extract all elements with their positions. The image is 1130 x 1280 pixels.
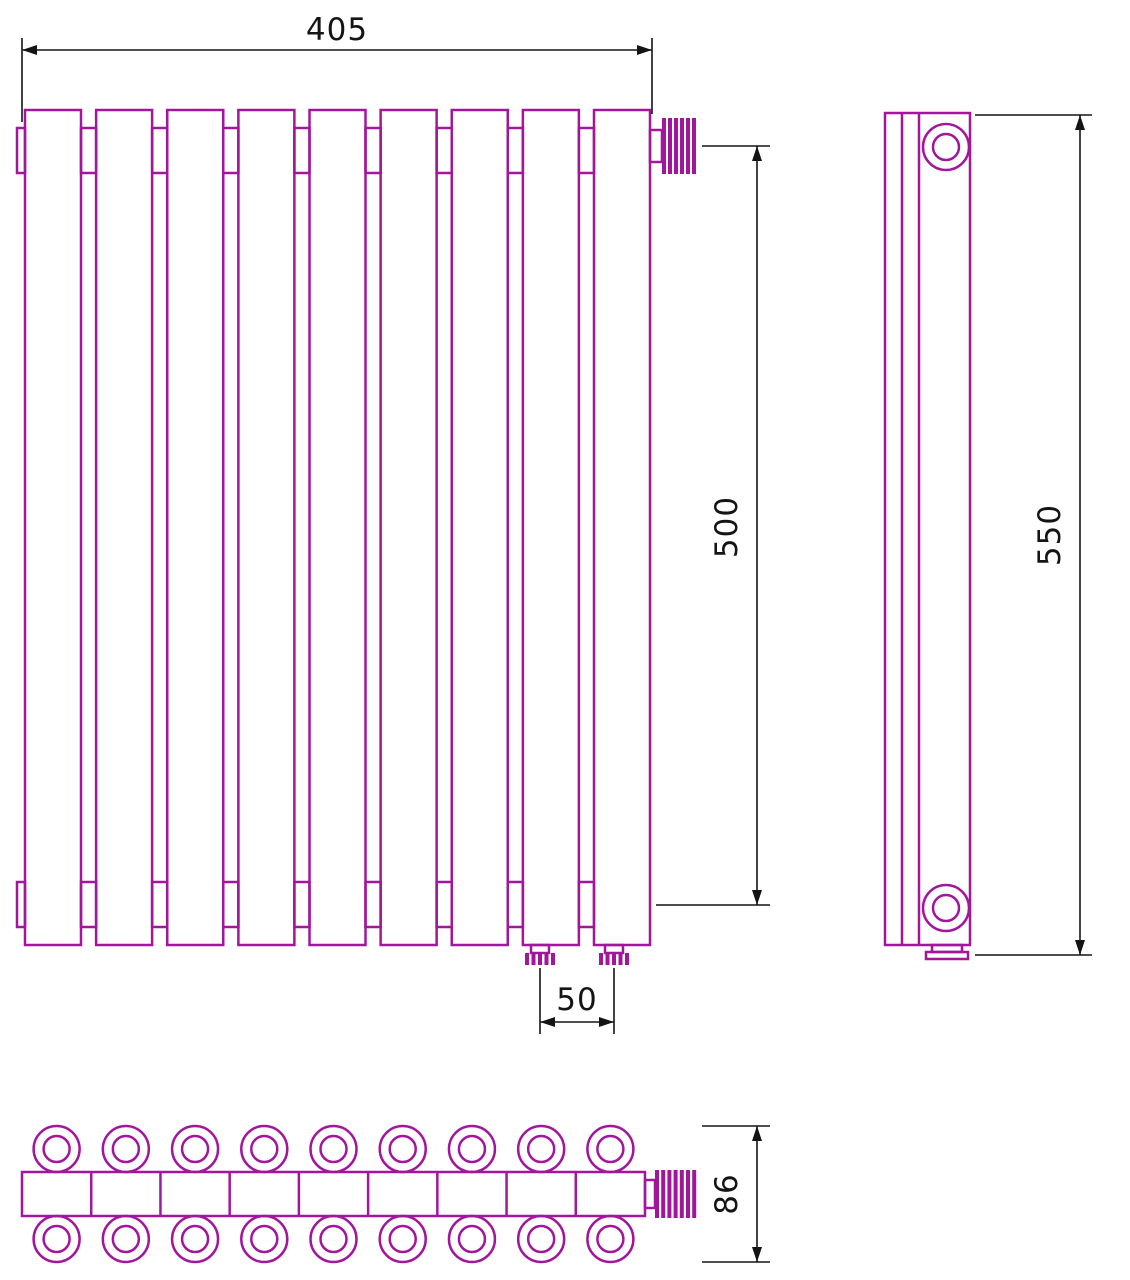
side-bottom-connector-inner [931,893,961,923]
bottom-manifold-bar [20,1170,647,1218]
bottom-view [20,1124,697,1264]
dim-label-500: 500 [709,496,745,558]
dim-front-width: 405 [21,12,653,122]
dim-front-height: 500 [656,145,770,906]
dim-depth: 86 [702,1125,770,1263]
dim-side-height: 550 [975,114,1092,956]
side-top-connector [921,122,971,172]
side-body [883,111,972,947]
dimension-annotations: 405 500 50 550 [21,12,1092,1263]
side-top-connector-inner [931,132,961,162]
dim-bottom-spacing: 50 [539,968,615,1034]
side-bottom-connector [921,883,971,933]
side-foot-base [924,950,970,961]
side-view [883,111,972,961]
bottom-section-dividers [89,1172,578,1216]
bottom-tube-circles [32,1124,635,1264]
dim-label-86: 86 [709,1173,745,1214]
dim-label-550: 550 [1032,504,1068,566]
dim-label-405: 405 [306,12,368,48]
front-view [15,108,696,965]
front-bottom-fittings [525,943,629,965]
dim-label-50: 50 [556,982,597,1018]
bottom-valve [643,1170,697,1218]
front-radiator-sections [15,108,652,947]
front-top-valve [648,118,696,174]
